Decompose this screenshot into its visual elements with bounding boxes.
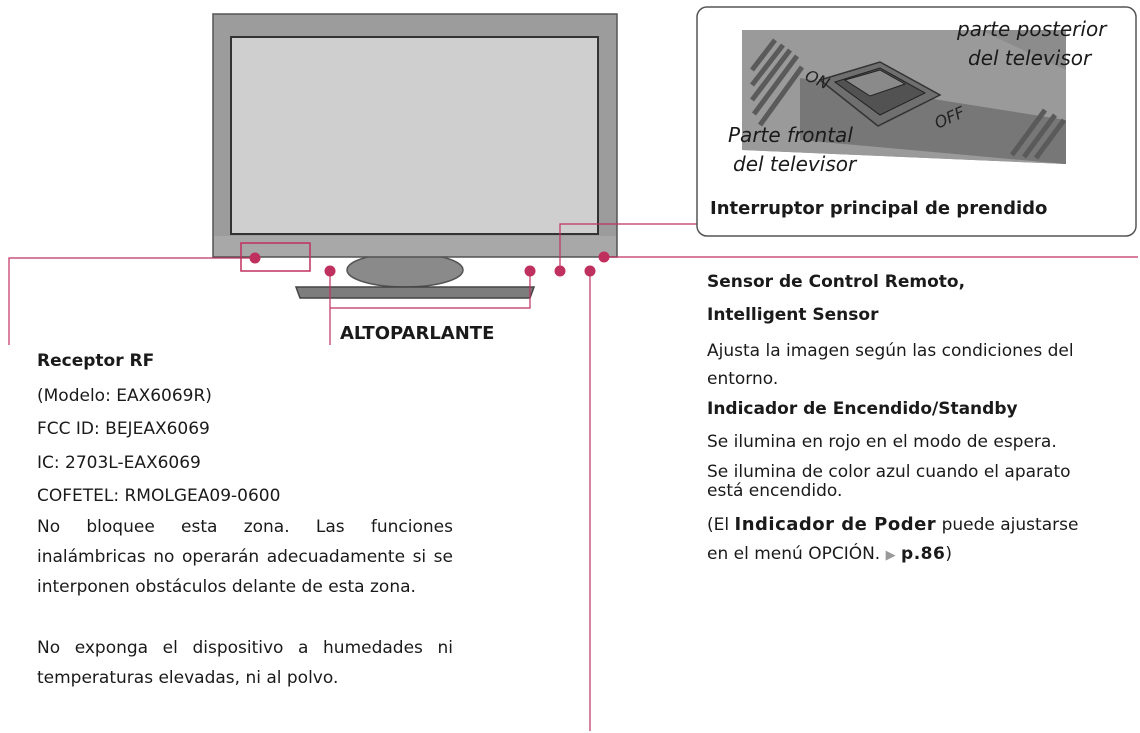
- power-on-line-2: está encendido.: [707, 481, 843, 501]
- switch-photo: [742, 30, 1067, 164]
- power-note-line2-prefix: en el menú OPCIÓN.: [707, 544, 886, 564]
- speaker-label: ALTOPARLANTE: [340, 323, 495, 344]
- rear-label-line-1: parte posterior: [957, 17, 1107, 41]
- power-on-line-1: Se ilumina de color azul cuando el apara…: [707, 462, 1071, 482]
- sensor-title-line-1: Sensor de Control Remoto,: [707, 272, 966, 292]
- front-label-line-2: del televisor: [733, 152, 857, 176]
- tv-stand-neck: [346, 252, 464, 288]
- rf-receiver-zone: [240, 242, 311, 272]
- sensor-desc-line-1: Ajusta la imagen según las condiciones d…: [707, 341, 1074, 361]
- rf-leader-line: [8, 257, 255, 345]
- rf-receiver-title: Receptor RF: [37, 351, 155, 371]
- page-ref-arrow-icon: ▶: [885, 548, 896, 563]
- sensor-title-line-2: Intelligent Sensor: [707, 305, 879, 325]
- rf-warning-humidity: No exponga el dispositivo a humedades ni…: [37, 638, 453, 688]
- sensor-dot: [598, 251, 610, 263]
- rf-fcc-line: FCC ID: BEJEAX6069: [37, 419, 210, 439]
- sensor-desc-line-2: entorno.: [707, 369, 779, 389]
- rf-warning-blocking: No bloquee esta zona. Las funciones inal…: [37, 517, 453, 597]
- power-indicator-dot: [584, 265, 596, 277]
- power-indicator-title: Indicador de Encendido/Standby: [707, 399, 1018, 419]
- speaker-bracket: [330, 271, 531, 309]
- tv-screen: [230, 36, 599, 235]
- power-note-close: ): [945, 544, 952, 564]
- power-note-keyword: Indicador de Poder: [734, 514, 937, 535]
- rf-model-line: (Modelo: EAX6069R): [37, 386, 212, 406]
- rf-cofetel-line: COFETEL: RMOLGEA09-0600: [37, 486, 281, 506]
- speaker-right-dot: [524, 265, 536, 277]
- rear-label-line-2: del televisor: [968, 46, 1092, 70]
- power-note-line-1: (El Indicador de Poder puede ajustarse: [707, 514, 1078, 536]
- power-note-line-2: en el menú OPCIÓN. ▶ p.86): [707, 543, 952, 567]
- power-note-mid: puede ajustarse: [936, 515, 1079, 535]
- rf-ic-line: IC: 2703L-EAX6069: [37, 453, 201, 473]
- speaker-left-dot: [324, 265, 336, 277]
- tv-stand-base: [294, 286, 536, 299]
- front-label-line-1: Parte frontal: [728, 123, 853, 147]
- switch-leader-line: [559, 223, 697, 271]
- rf-receiver-dot: [249, 252, 261, 264]
- page-ref-link[interactable]: p.86: [901, 544, 946, 564]
- power-note-prefix: (El: [707, 515, 735, 535]
- power-standby-line: Se ilumina en rojo en el modo de espera.: [707, 432, 1057, 452]
- switch-dot: [554, 265, 566, 277]
- switch-caption: Interruptor principal de prendido: [710, 198, 1048, 219]
